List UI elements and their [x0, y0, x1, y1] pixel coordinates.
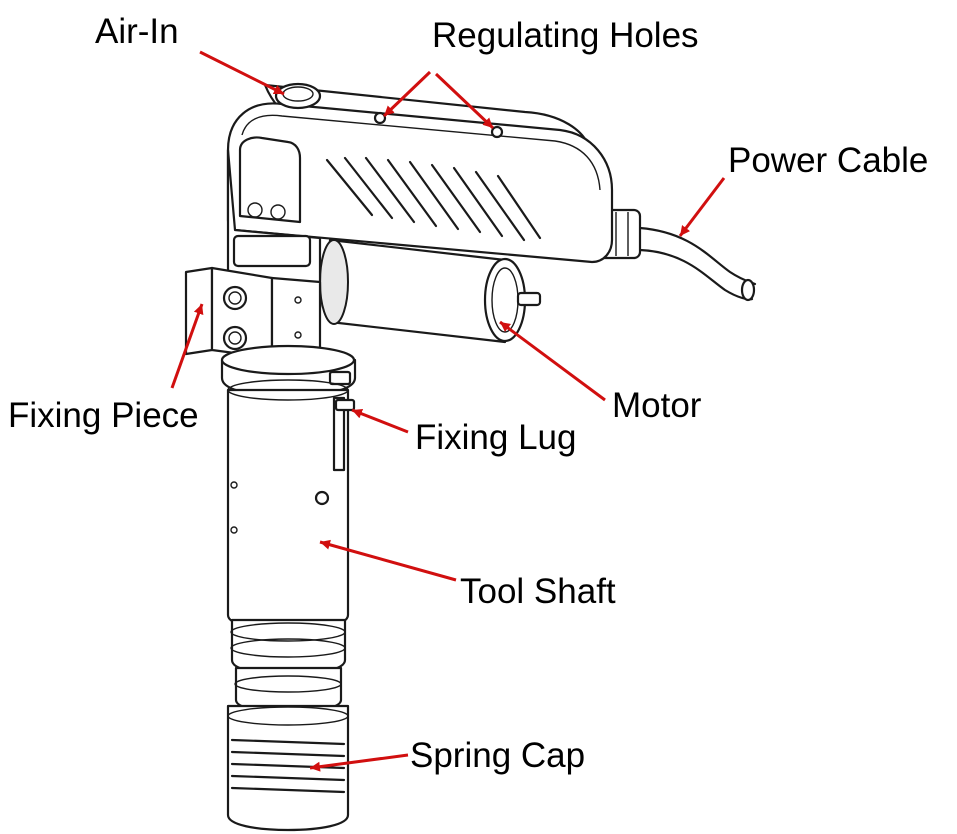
arrow-regulating-hole-2	[434, 72, 495, 130]
arrow-air-in	[199, 50, 285, 96]
callout-arrows	[170, 50, 726, 772]
rings-drawing	[230, 618, 347, 714]
tool-shaft-drawing	[226, 379, 356, 632]
arrow-spring-cap	[309, 753, 409, 772]
arrow-power-cable	[678, 177, 726, 237]
arrow-motor	[499, 320, 606, 402]
label-fixing-piece: Fixing Piece	[8, 396, 199, 435]
fixing-piece-drawing	[184, 266, 322, 360]
label-tool-shaft: Tool Shaft	[460, 572, 616, 611]
label-regulating-holes: Regulating Holes	[432, 16, 699, 55]
label-power-cable: Power Cable	[728, 141, 929, 180]
label-fixing-lug: Fixing Lug	[415, 418, 577, 457]
label-spring-cap: Spring Cap	[410, 736, 586, 775]
power-cable-drawing	[590, 208, 757, 302]
arrow-fixing-piece	[170, 303, 204, 389]
label-air-in: Air-In	[95, 12, 179, 51]
arrow-fixing-lug	[351, 408, 409, 434]
collar-drawing	[220, 344, 357, 398]
label-motor: Motor	[612, 386, 702, 425]
head-housing-drawing	[226, 82, 614, 310]
vent-slots	[325, 156, 542, 242]
arrow-tool-shaft	[319, 539, 457, 582]
spring-cap-drawing	[226, 704, 350, 832]
arrow-regulating-hole-1	[382, 70, 432, 118]
